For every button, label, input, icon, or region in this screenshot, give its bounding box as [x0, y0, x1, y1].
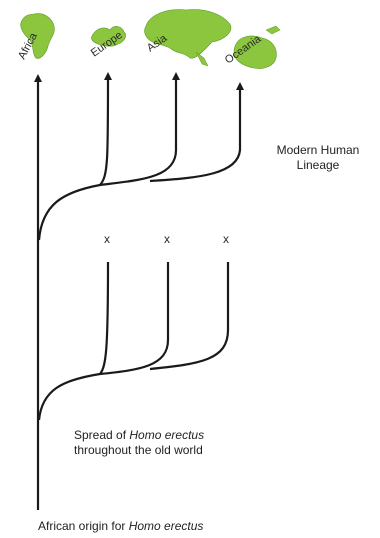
modern-lineage-line1: Modern Human	[276, 143, 360, 157]
origin-caption-species: Homo erectus	[128, 519, 204, 533]
extinct-marker-1: x	[104, 232, 110, 246]
spread-caption-line2: throughout the old world	[74, 443, 203, 457]
extinct-marker-2: x	[164, 232, 170, 246]
oceania-map	[233, 25, 281, 69]
asia-map	[144, 9, 232, 67]
spread-caption-prefix: Spread of	[74, 428, 130, 442]
branch-oceania	[149, 82, 244, 183]
spread-caption: Spread of Homo erectus throughout the ol…	[74, 428, 204, 458]
modern-lineage-line2: Lineage	[296, 158, 340, 172]
spread-caption-species: Homo erectus	[129, 428, 205, 442]
europe-map	[91, 26, 126, 47]
extinct-marker-3: x	[223, 232, 229, 246]
branch-europe	[37, 72, 112, 241]
erectus-branch-3	[149, 262, 230, 371]
origin-caption-prefix: African origin for	[38, 519, 129, 533]
erectus-branch-1	[37, 261, 110, 421]
origin-caption: African origin for Homo erectus	[38, 519, 203, 534]
modern-lineage-label: Modern Human Lineage	[270, 143, 366, 173]
africa-map	[20, 13, 55, 59]
erectus-branch-2	[99, 262, 170, 376]
branch-asia	[99, 72, 180, 187]
